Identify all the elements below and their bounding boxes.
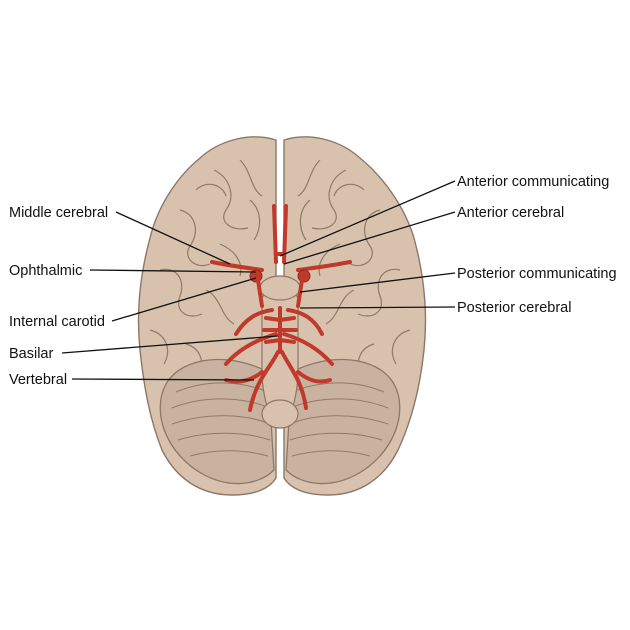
middle-cerebral-artery-left xyxy=(210,260,264,272)
label-anterior-cerebral: Anterior cerebral xyxy=(457,205,564,221)
leader-vertebral xyxy=(71,378,255,381)
posterior-communicating-left xyxy=(256,278,264,308)
leader-anterior-communicating xyxy=(279,180,456,257)
arteries xyxy=(210,204,352,412)
label-posterior-communicating: Posterior communicating xyxy=(457,266,617,282)
label-internal-carotid: Internal carotid xyxy=(9,314,105,330)
brain-illustration xyxy=(137,136,427,496)
label-posterior-cerebral: Posterior cerebral xyxy=(457,300,571,316)
posterior-communicating-right xyxy=(296,278,304,308)
vertebral-artery-left xyxy=(248,350,280,412)
leader-posterior-cerebral xyxy=(299,306,456,309)
label-vertebral: Vertebral xyxy=(9,372,67,388)
middle-cerebral-artery-right xyxy=(296,260,352,272)
leader-ophthalmic xyxy=(89,269,257,273)
leader-lines xyxy=(61,180,456,381)
leader-basilar xyxy=(61,335,279,354)
posterior-cerebral-artery-right xyxy=(286,308,324,336)
posterior-cerebral-artery-left xyxy=(234,308,274,336)
optic-chiasm xyxy=(259,275,301,301)
right-sulci xyxy=(297,159,411,377)
leader-middle-cerebral xyxy=(115,211,231,265)
labels: Middle cerebral Ophthalmic Internal caro… xyxy=(9,174,617,388)
label-middle-cerebral: Middle cerebral xyxy=(9,205,108,221)
spinal-cord xyxy=(261,399,299,429)
leader-anterior-cerebral xyxy=(283,211,456,265)
label-anterior-communicating: Anterior communicating xyxy=(457,174,609,190)
cerebellum xyxy=(159,358,401,485)
label-ophthalmic: Ophthalmic xyxy=(9,263,82,279)
vertebral-artery-right xyxy=(280,350,308,410)
internal-carotid-right xyxy=(297,269,311,283)
label-basilar: Basilar xyxy=(9,346,53,362)
leader-posterior-communicating xyxy=(299,272,456,293)
leader-internal-carotid xyxy=(111,277,257,322)
